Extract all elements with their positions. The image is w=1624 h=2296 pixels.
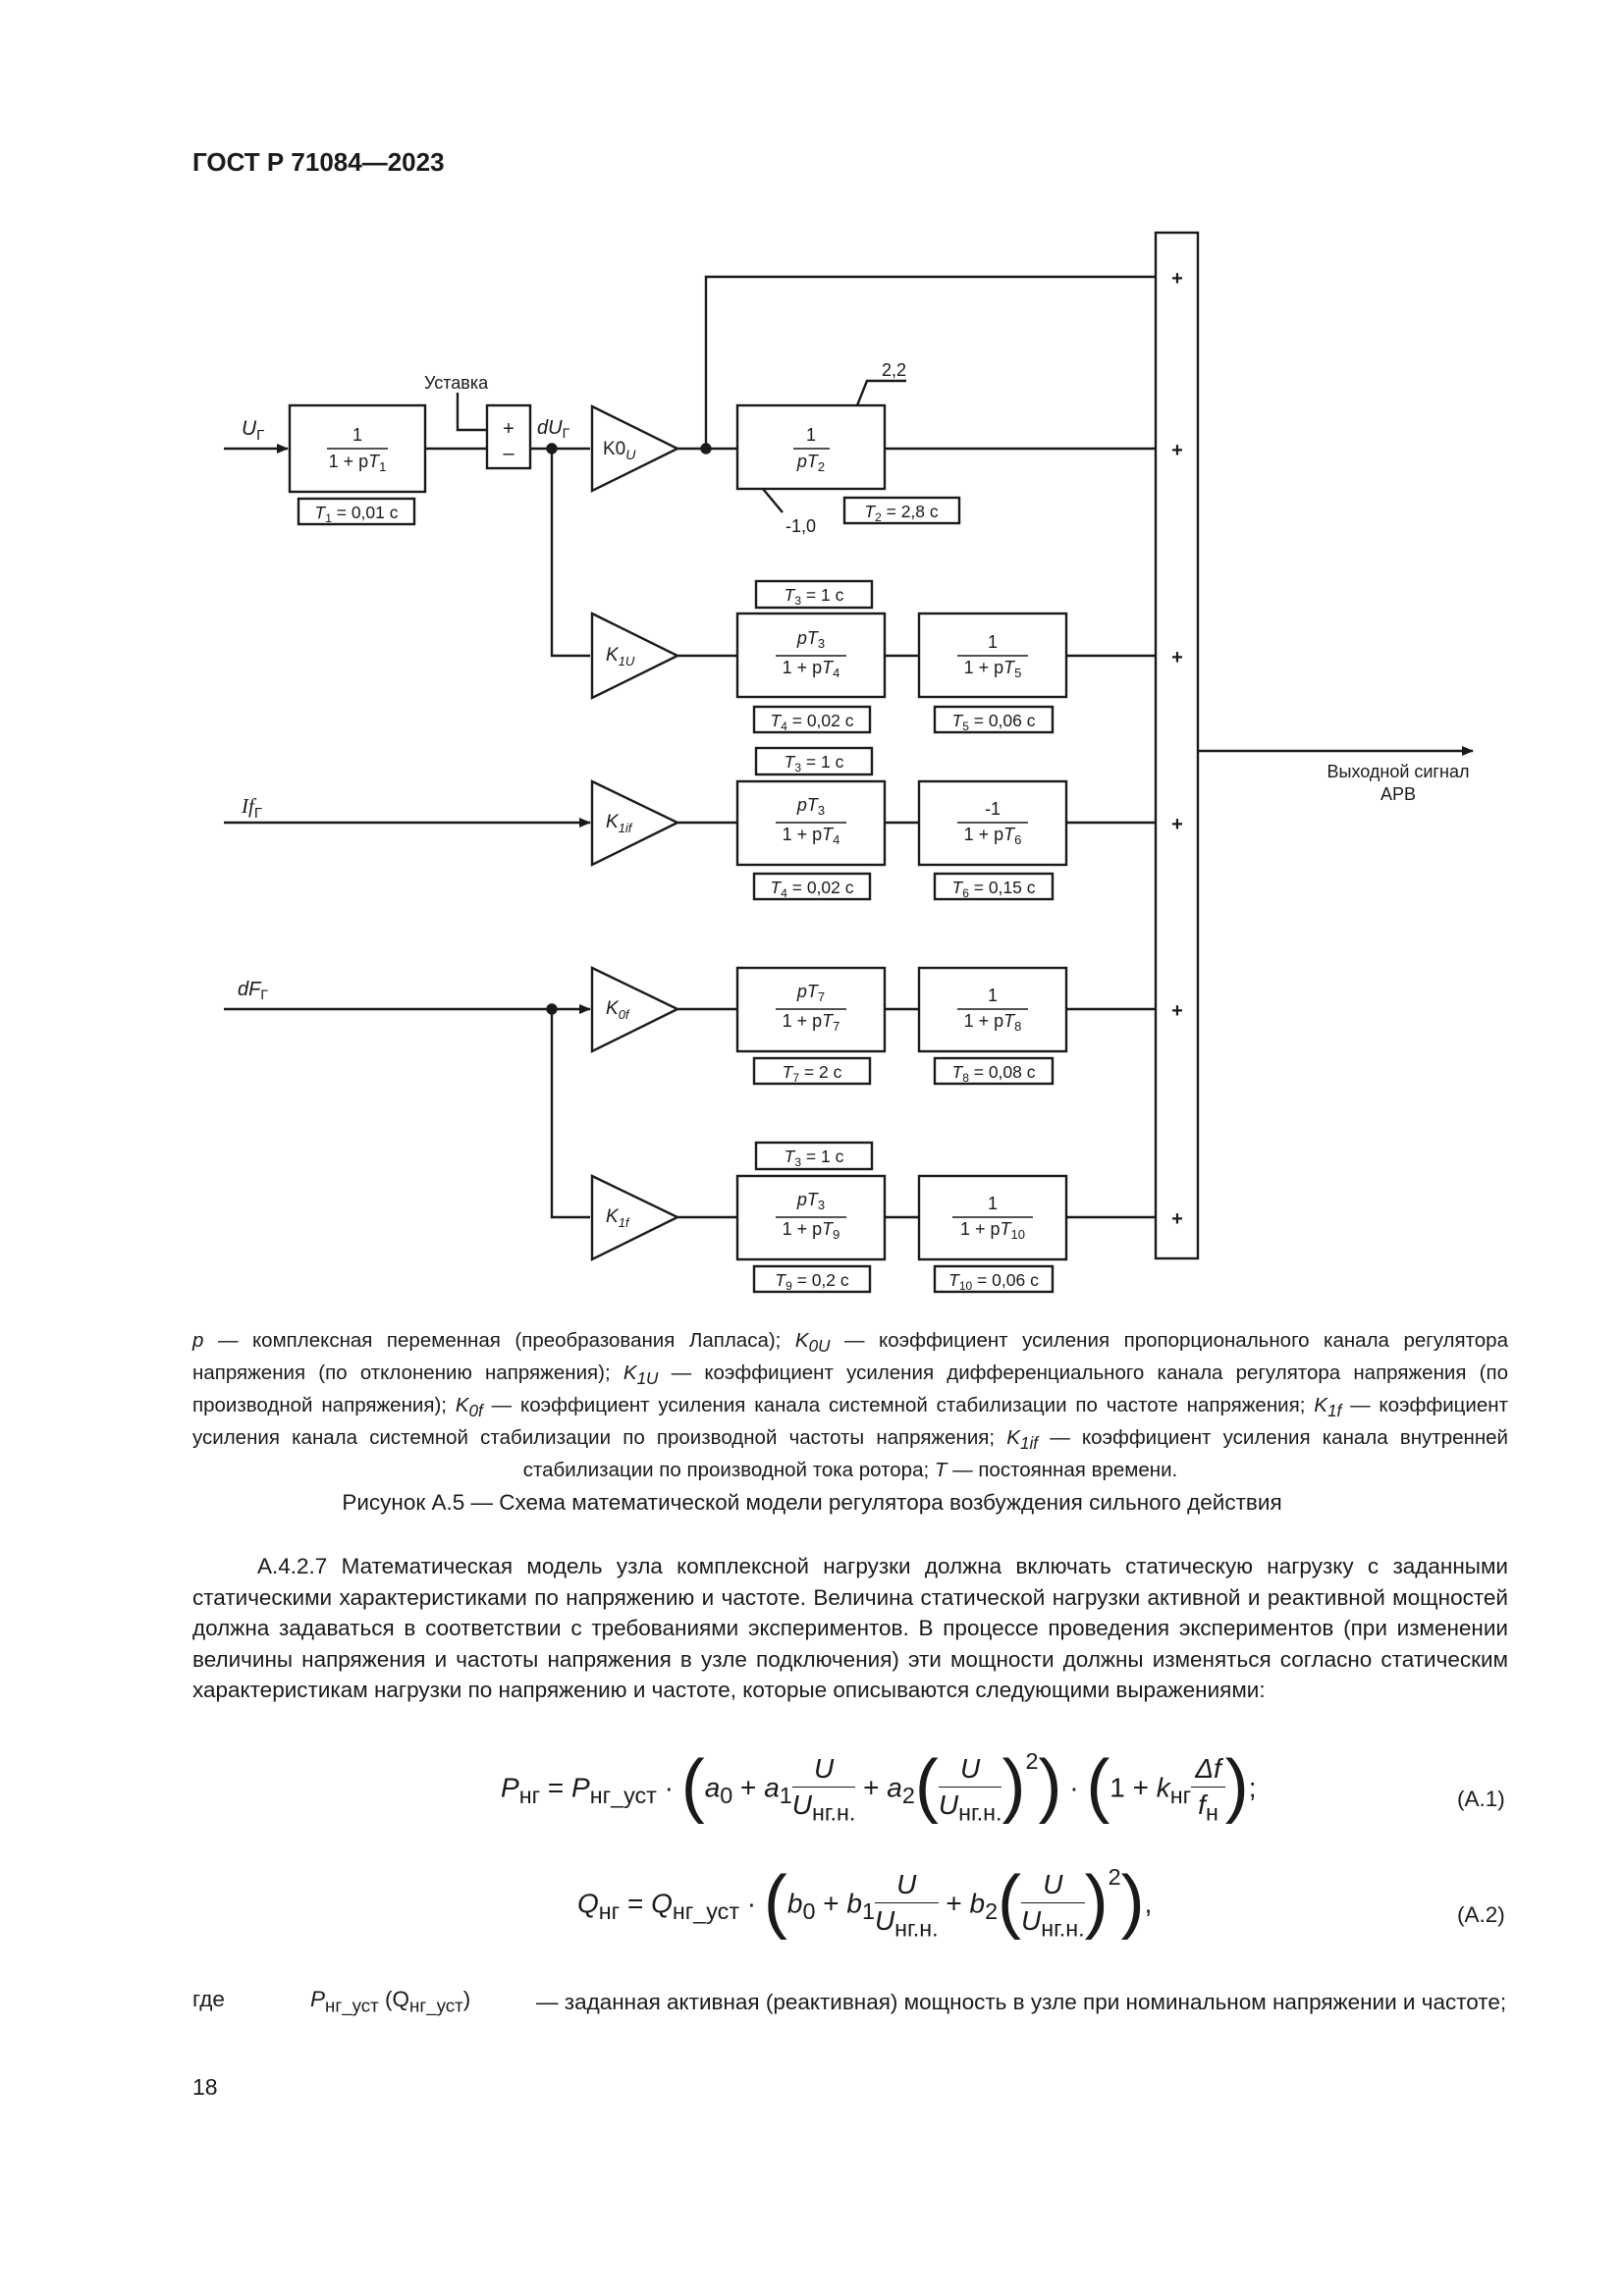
svg-text:1: 1 xyxy=(988,1194,998,1213)
svg-text:T6 = 0,15 с: T6 = 0,15 с xyxy=(951,878,1035,900)
svg-text:1 + pT7: 1 + pT7 xyxy=(783,1011,840,1034)
svg-text:1 + pT8: 1 + pT8 xyxy=(964,1011,1022,1034)
du-label: dUГ xyxy=(537,417,570,441)
where-symbol: Pнг_уст (Qнг_уст) xyxy=(310,1987,471,2016)
gain-k0f xyxy=(590,966,680,1053)
gain-k1f-label: K1f xyxy=(606,1206,630,1230)
body-paragraph: А.4.2.7 Математическая модель узла компл… xyxy=(192,1554,1508,1702)
svg-text:T9 = 0,2 с: T9 = 0,2 с xyxy=(775,1270,849,1293)
svg-text:+: + xyxy=(1171,647,1183,668)
svg-text:T5 = 0,06 с: T5 = 0,06 с xyxy=(951,711,1035,733)
sum-junction xyxy=(485,403,532,470)
svg-text:T4 = 0,02 с: T4 = 0,02 с xyxy=(770,878,853,900)
figure-legend: p — комплексная переменная (преобразован… xyxy=(192,1329,1508,1482)
gain-k1if xyxy=(590,779,680,867)
svg-text:1 + pT10: 1 + pT10 xyxy=(960,1219,1025,1242)
output-label-line2: АРВ xyxy=(1380,784,1416,804)
input-u-label: UГ xyxy=(242,417,264,444)
svg-text:1: 1 xyxy=(806,425,816,445)
gain-k0u xyxy=(590,404,680,493)
svg-text:-1: -1 xyxy=(985,799,1001,819)
gain-k1u-label: K1U xyxy=(606,645,635,668)
svg-text:1: 1 xyxy=(988,632,998,652)
equation-a2-number: (А.2) xyxy=(1457,1902,1505,1927)
block-integrator xyxy=(735,403,887,491)
param-t2 xyxy=(842,496,961,525)
input-df-label: dFГ xyxy=(238,979,268,1002)
output-label-line1: Выходной сигнал xyxy=(1327,762,1470,781)
param-t3-row3 xyxy=(754,746,874,776)
svg-text:1 + pT6: 1 + pT6 xyxy=(964,825,1022,847)
block-diagram: UГ Уставка + – dUГ IfГ dFГ 1 1 + pT1 T1 … xyxy=(224,231,1474,1294)
equation-a1-number: (А.1) xyxy=(1457,1787,1505,1811)
svg-text:+: + xyxy=(1171,440,1183,461)
integrator-upper-limit: 2,2 xyxy=(882,360,906,380)
setpoint-label: Уставка xyxy=(424,373,489,393)
svg-text:1 + pT4: 1 + pT4 xyxy=(783,825,840,847)
svg-text:T3 = 1 с: T3 = 1 с xyxy=(785,585,844,608)
param-t4-row3 xyxy=(752,872,872,901)
figure-caption: Рисунок А.5 — Схема математической модел… xyxy=(342,1490,1282,1515)
gain-k0u-label: K0U xyxy=(603,439,636,462)
gain-k0f-label: K0f xyxy=(606,998,630,1022)
input-if-label: IfГ xyxy=(241,794,262,822)
svg-text:1: 1 xyxy=(988,986,998,1005)
page-number: 18 xyxy=(192,2074,218,2100)
svg-text:T3 = 1 с: T3 = 1 с xyxy=(785,752,844,774)
svg-text:pT3: pT3 xyxy=(796,795,825,818)
svg-text:pT2: pT2 xyxy=(796,452,825,474)
svg-text:1 + pT5: 1 + pT5 xyxy=(964,658,1022,680)
param-t3-row2 xyxy=(754,579,874,610)
svg-text:1 + pT4: 1 + pT4 xyxy=(783,658,840,680)
svg-text:1 + pT1: 1 + pT1 xyxy=(329,452,387,474)
svg-text:pT7: pT7 xyxy=(796,982,825,1004)
integrator-lower-limit: -1,0 xyxy=(785,516,816,536)
gain-k1if-label: K1if xyxy=(606,812,633,835)
svg-text:+: + xyxy=(1171,814,1183,835)
param-t5-row2 xyxy=(933,705,1055,734)
summator-bar xyxy=(1154,231,1200,1260)
param-t3-row5 xyxy=(754,1141,874,1171)
svg-text:T7 = 2 с: T7 = 2 с xyxy=(783,1062,842,1085)
svg-text:+: + xyxy=(1171,1000,1183,1022)
gain-k1f xyxy=(590,1174,680,1261)
sum-minus: – xyxy=(503,443,514,464)
svg-text:+: + xyxy=(1171,1208,1183,1230)
svg-text:T10 = 0,06 с: T10 = 0,06 с xyxy=(948,1270,1039,1293)
svg-text:T8 = 0,08 с: T8 = 0,08 с xyxy=(951,1062,1035,1085)
svg-text:T3 = 1 с: T3 = 1 с xyxy=(785,1147,844,1169)
svg-text:1: 1 xyxy=(352,425,362,445)
param-t9-row5 xyxy=(752,1264,872,1294)
svg-text:T4 = 0,02 с: T4 = 0,02 с xyxy=(770,711,853,733)
param-t10-row5 xyxy=(933,1264,1055,1294)
svg-text:pT3: pT3 xyxy=(796,1190,825,1212)
param-t7-row4 xyxy=(752,1056,872,1086)
param-t4-row2 xyxy=(752,705,872,734)
param-t8-row4 xyxy=(933,1056,1055,1086)
sum-plus: + xyxy=(503,418,514,440)
param-t1 xyxy=(297,497,416,526)
param-t6-row3 xyxy=(933,872,1055,901)
running-header: ГОСТ Р 71084—2023 xyxy=(192,147,445,177)
where-description: — заданная активная (реактивная) мощност… xyxy=(536,1990,1507,2014)
svg-text:T1 = 0,01 с: T1 = 0,01 с xyxy=(314,503,398,525)
svg-text:pT3: pT3 xyxy=(796,628,825,651)
svg-text:+: + xyxy=(1171,268,1183,290)
gain-k1u xyxy=(590,612,680,700)
svg-text:1 + pT9: 1 + pT9 xyxy=(783,1219,840,1242)
svg-text:T2 = 2,8 с: T2 = 2,8 с xyxy=(864,502,939,524)
where-label: где xyxy=(192,1987,225,2011)
